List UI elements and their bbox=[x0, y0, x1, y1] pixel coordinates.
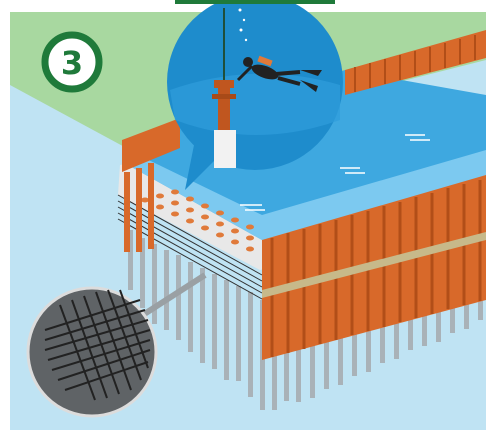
step-number: 3 bbox=[61, 44, 83, 82]
magnifier-wave bbox=[170, 74, 340, 135]
magnifier-top-bar bbox=[175, 0, 335, 4]
rebar-mesh-icon bbox=[28, 288, 156, 416]
